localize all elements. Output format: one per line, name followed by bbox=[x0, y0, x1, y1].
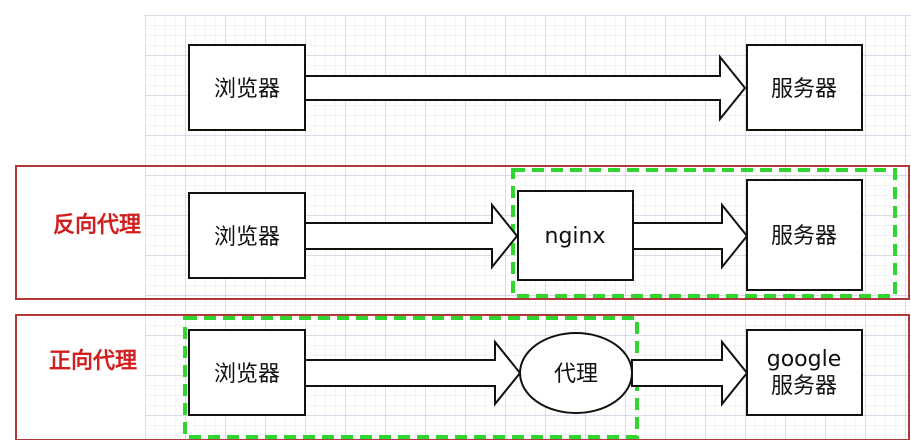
reverse-proxy-label: 反向代理 bbox=[53, 212, 141, 238]
row2-server-label: 服务器 bbox=[771, 224, 837, 249]
row3-arrow-to-proxy bbox=[304, 339, 522, 407]
google-server-label-line1: google bbox=[767, 347, 842, 372]
row1-browser-box bbox=[188, 44, 306, 131]
nginx-label: nginx bbox=[545, 224, 606, 249]
row2-browser-box bbox=[188, 192, 306, 279]
row1-server-box bbox=[746, 44, 863, 131]
row2-arrow-to-nginx bbox=[304, 202, 519, 270]
google-server-label-line2: 服务器 bbox=[771, 374, 837, 399]
proxy-label: 代理 bbox=[554, 362, 598, 387]
row1-arrow bbox=[304, 54, 747, 122]
google-server-box bbox=[746, 329, 863, 416]
row2-server-box bbox=[746, 179, 863, 291]
row3-browser-label: 浏览器 bbox=[214, 362, 280, 387]
reverse-proxy-frame bbox=[15, 165, 910, 300]
forward-proxy-frame bbox=[15, 314, 910, 440]
row3-browser-box bbox=[188, 329, 306, 416]
row1-server-label: 服务器 bbox=[771, 77, 837, 102]
row2-arrow-to-server bbox=[632, 202, 749, 270]
row1-browser-label: 浏览器 bbox=[214, 77, 280, 102]
forward-proxy-label: 正向代理 bbox=[49, 348, 137, 374]
row2-browser-label: 浏览器 bbox=[214, 225, 280, 250]
row3-arrow-to-google bbox=[631, 339, 749, 407]
